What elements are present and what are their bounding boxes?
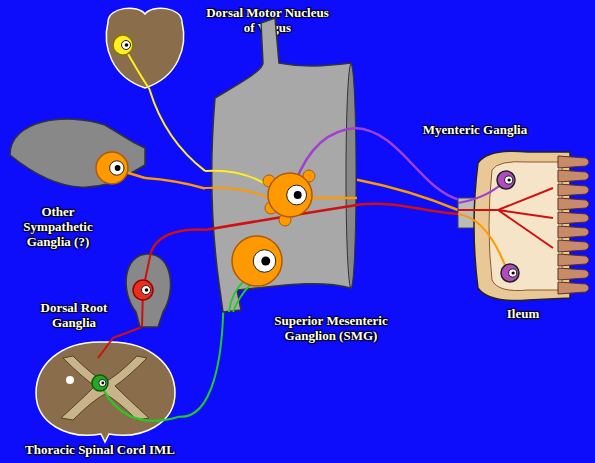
illustration-part (287, 185, 307, 205)
illustration-part (558, 282, 589, 294)
node-label: Ileum (488, 306, 558, 321)
illustration-part (98, 338, 113, 358)
illustration-part (125, 43, 129, 47)
axon-connector (145, 178, 205, 188)
ganglion-node: Superior Mesenteric Ganglion (SMG) (205, 18, 357, 312)
illustration-part (512, 271, 515, 274)
illustration-part (558, 184, 589, 196)
ganglion-node: Ileum (458, 148, 593, 303)
illustration-part (305, 197, 357, 200)
illustration-part (558, 212, 589, 224)
axon-connector (150, 90, 205, 171)
illustration-part (100, 383, 178, 421)
ganglion-node: Dorsal Root Ganglia (118, 252, 178, 327)
node-shape (98, 2, 192, 90)
illustration-part (558, 170, 589, 182)
illustration-part (96, 152, 128, 184)
illustration-part (268, 173, 312, 217)
illustration-part (142, 252, 151, 327)
illustration-part (10, 119, 145, 187)
illustration-part (122, 41, 131, 50)
illustration-part (558, 226, 589, 238)
node-shape (458, 148, 593, 303)
node-label: Thoracic Spinal Cord IML (5, 442, 195, 457)
illustration-part (295, 128, 357, 183)
illustration-part (232, 236, 282, 286)
illustration-part (66, 376, 74, 384)
illustration-part (92, 375, 108, 391)
illustration-part (558, 156, 589, 168)
illustration-part (115, 165, 121, 171)
illustration-part (99, 379, 106, 386)
node-shape (33, 338, 178, 443)
node-label: Dorsal Root Ganglia (34, 300, 114, 330)
axon-connector (113, 327, 142, 338)
illustration-part (294, 191, 302, 199)
illustration-part (145, 288, 149, 292)
illustration-part (106, 8, 183, 88)
structure-label: Myenteric Ganglia (415, 122, 535, 137)
axon-connector (178, 312, 223, 417)
illustration-part (558, 254, 589, 266)
illustration-part (458, 214, 508, 273)
purple-axon (355, 128, 460, 200)
illustration-part (558, 240, 589, 252)
illustration-part (205, 188, 273, 200)
axon-connector (151, 230, 205, 252)
node-label: Superior Mesenteric Ganglion (SMG) (260, 313, 402, 343)
illustration-part (212, 18, 351, 312)
node-shape (118, 252, 178, 327)
illustration-part (509, 269, 517, 277)
ganglion-node: Dorsal Motor Nucleus of Vagus (98, 2, 192, 90)
illustration-part (142, 286, 151, 295)
illustration-part (497, 171, 515, 189)
ganglion-node: Thoracic Spinal Cord IML (33, 338, 178, 443)
node-shape (5, 110, 145, 202)
illustration-part (101, 382, 104, 385)
illustration-part (505, 176, 513, 184)
axon-connector (357, 180, 458, 210)
illustration-part (261, 257, 270, 266)
illustration-part (113, 35, 133, 55)
node-label: Other Sympathetic Ganglia (?) (13, 204, 103, 249)
illustration-part (558, 268, 589, 280)
illustration-part (508, 178, 511, 181)
illustration-part (110, 161, 124, 175)
illustration-part (346, 64, 356, 288)
illustration-part (558, 198, 589, 210)
illustration-part (61, 356, 149, 420)
illustration-part (501, 264, 519, 282)
illustration-part (253, 250, 276, 273)
node-shape (205, 18, 357, 312)
ganglion-node: Other Sympathetic Ganglia (?) (5, 110, 145, 202)
illustration-part (489, 162, 562, 291)
illustration-part (133, 280, 153, 300)
